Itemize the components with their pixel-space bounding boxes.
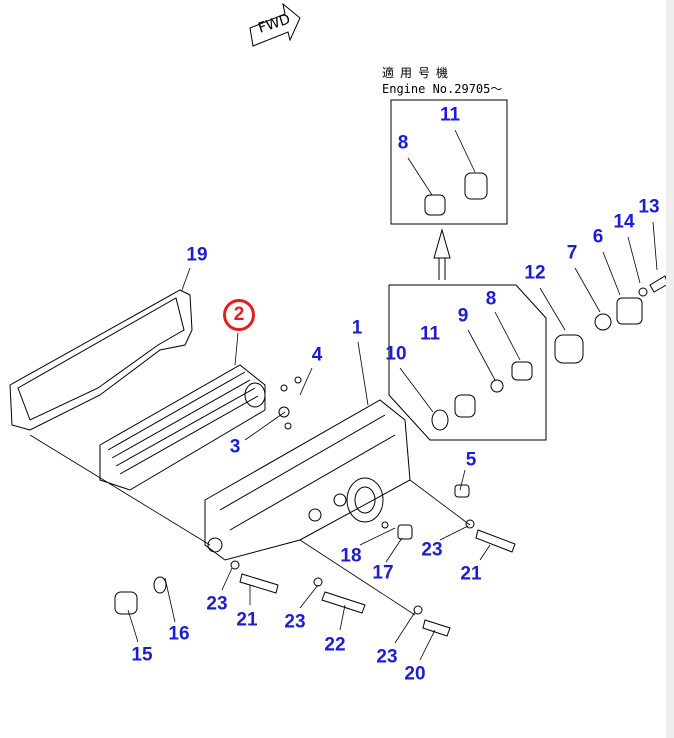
callout-10[interactable]: 10 bbox=[385, 343, 407, 365]
callout-3[interactable]: 3 bbox=[229, 436, 241, 458]
callout-18[interactable]: 18 bbox=[340, 545, 362, 567]
gasket bbox=[9, 289, 193, 431]
callout-9[interactable]: 9 bbox=[457, 305, 469, 327]
arrow-up-icon bbox=[433, 228, 451, 259]
small-parts bbox=[114, 172, 669, 637]
cooler-housing bbox=[204, 399, 411, 561]
callout-21[interactable]: 21 bbox=[460, 563, 482, 585]
callout-21[interactable]: 21 bbox=[236, 609, 258, 631]
callout-11-upper[interactable]: 11 bbox=[439, 104, 461, 126]
fwd-arrow-icon bbox=[249, 2, 301, 47]
callout-23[interactable]: 23 bbox=[376, 646, 398, 668]
oil-cooler-core bbox=[99, 364, 266, 491]
callout-20[interactable]: 20 bbox=[404, 663, 426, 685]
inset-box-upper bbox=[390, 99, 508, 225]
callout-19[interactable]: 19 bbox=[186, 244, 208, 266]
callout-17[interactable]: 17 bbox=[372, 562, 394, 584]
callout-23[interactable]: 23 bbox=[284, 611, 306, 633]
page-edge-scrollbar[interactable] bbox=[666, 0, 674, 738]
callout-23[interactable]: 23 bbox=[421, 539, 443, 561]
callout-15[interactable]: 15 bbox=[131, 644, 153, 666]
callout-1[interactable]: 1 bbox=[351, 317, 363, 339]
callout-23[interactable]: 23 bbox=[206, 593, 228, 615]
callout-5[interactable]: 5 bbox=[465, 449, 477, 471]
callout-11[interactable]: 11 bbox=[419, 323, 441, 345]
callout-7[interactable]: 7 bbox=[566, 242, 578, 264]
callout-6[interactable]: 6 bbox=[592, 226, 604, 248]
callout-4[interactable]: 4 bbox=[311, 344, 323, 366]
highlighted-part-number: 2 bbox=[233, 304, 245, 325]
callout-14[interactable]: 14 bbox=[613, 211, 635, 233]
callout-22[interactable]: 22 bbox=[324, 634, 346, 656]
highlighted-part-callout[interactable]: 2 bbox=[223, 299, 255, 331]
inset-box-lower bbox=[388, 284, 547, 441]
applicability-note-engine-no: Engine No.29705～ bbox=[382, 82, 503, 96]
callout-8-upper[interactable]: 8 bbox=[397, 132, 409, 154]
callout-13[interactable]: 13 bbox=[638, 196, 660, 218]
callout-8[interactable]: 8 bbox=[485, 288, 497, 310]
callout-16[interactable]: 16 bbox=[168, 623, 190, 645]
applicability-note-jp: 適用号機 bbox=[382, 66, 455, 80]
callout-12[interactable]: 12 bbox=[524, 262, 546, 284]
